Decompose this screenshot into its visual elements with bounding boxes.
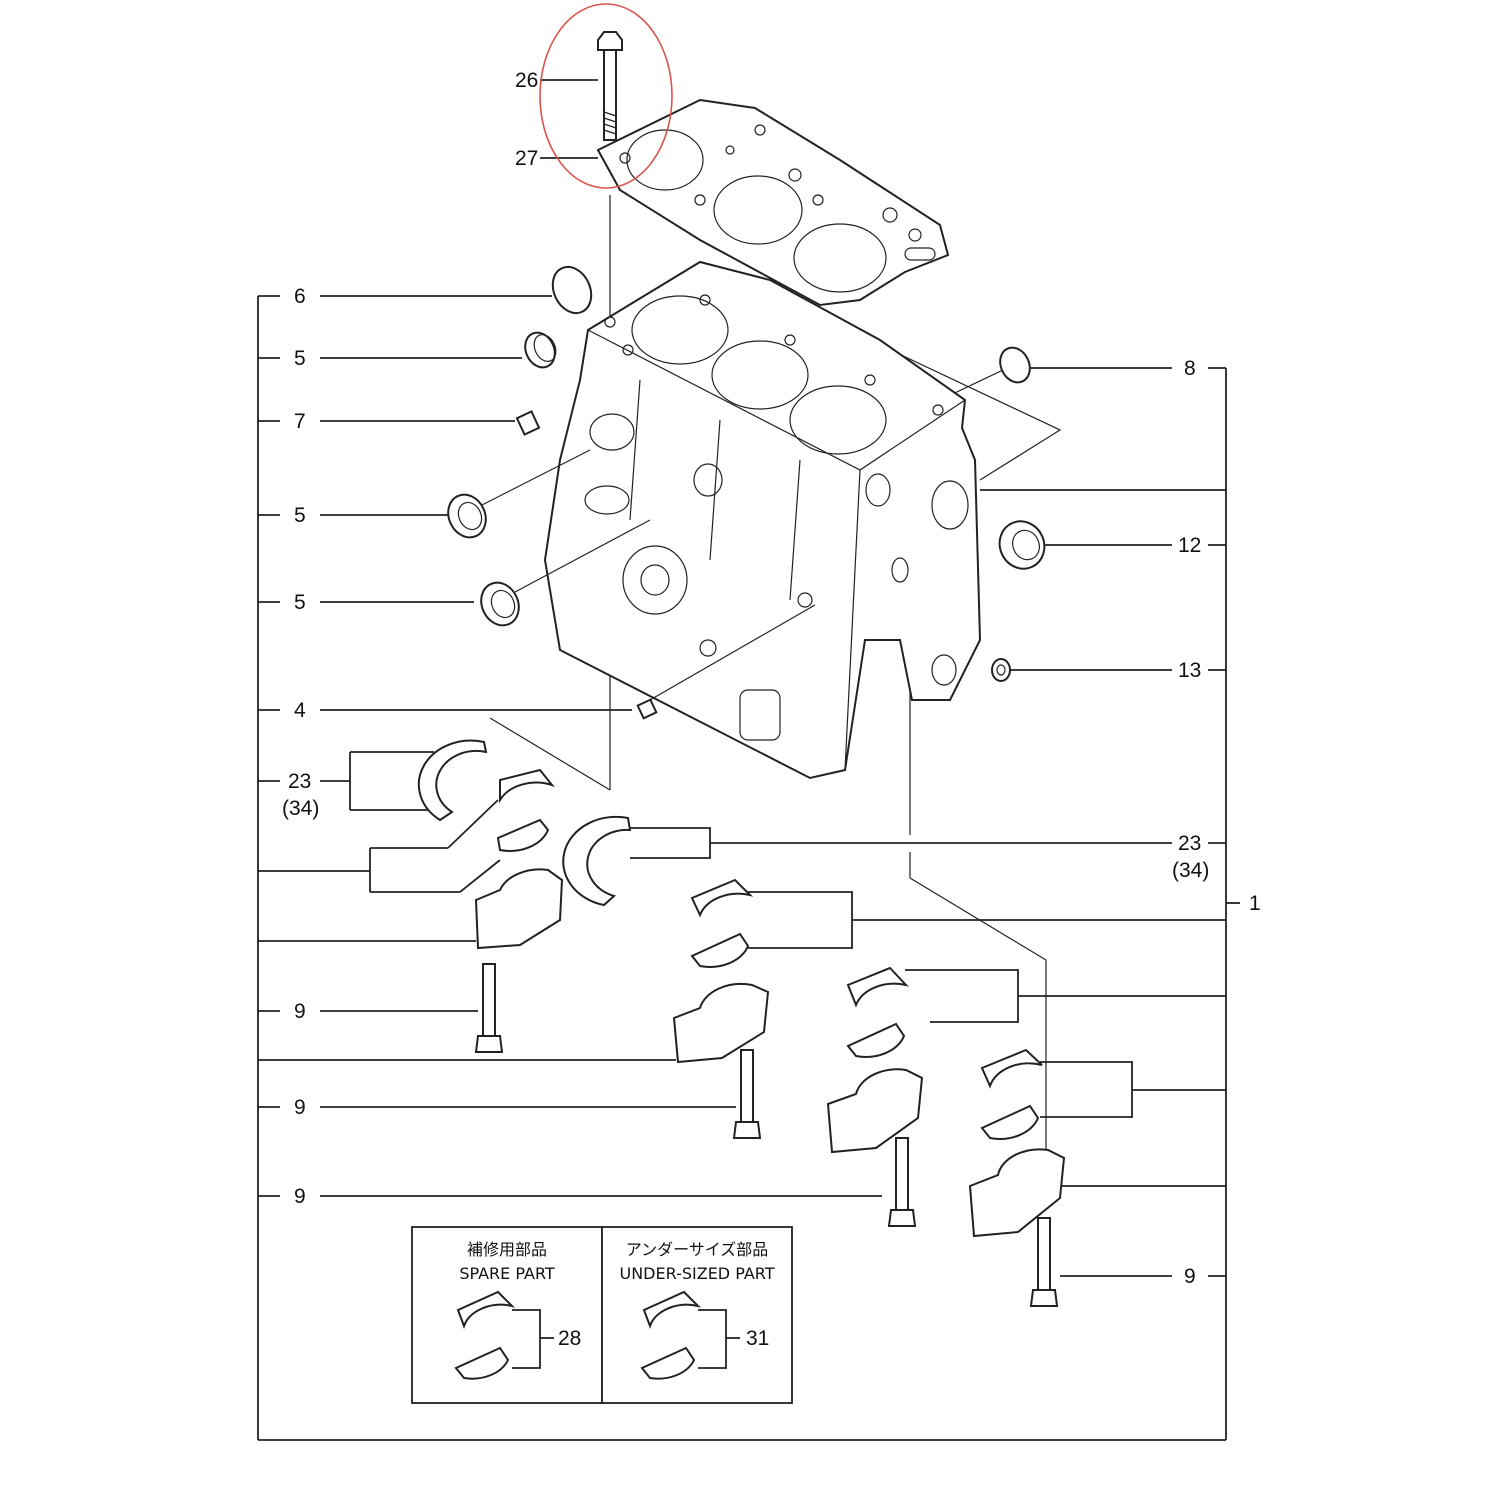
label-4: 4 [294,699,306,722]
label-5-b: 5 [294,504,306,527]
washer-13 [991,658,1011,682]
thrust-washer-left [417,739,488,822]
plug-4 [636,604,816,720]
under-sized-part-box: アンダーサイズ部品 UNDER-SIZED PART 31 [601,1226,793,1404]
plug-8 [999,346,1031,384]
label-9-c: 9 [294,1185,306,1208]
label-5-c: 5 [294,591,306,614]
bearing-set-3 [826,966,924,1154]
assembly-bracket [257,295,1240,1441]
label-12: 12 [1178,534,1201,557]
seal-5b [447,449,591,539]
under-sized-title-en: UNDER-SIZED PART [620,1264,775,1283]
spare-part-box: 補修用部品 SPARE PART 28 [411,1226,603,1404]
part-labels: 26 27 6 5 7 5 5 4 23 (34) 9 9 9 8 12 13 … [282,69,1261,1288]
seal-5c [480,519,651,627]
highlight-ellipse [539,3,673,189]
label-27: 27 [515,147,538,170]
label-23-right: 23 [1178,832,1201,855]
spare-part-title-en: SPARE PART [459,1264,555,1283]
thrust-washer-right [562,815,632,907]
bearing-set-1 [474,768,564,950]
label-5-a: 5 [294,347,306,370]
label-8: 8 [1184,357,1196,380]
label-7: 7 [294,410,306,433]
spare-part-title-jp: 補修用部品 [467,1240,547,1259]
head-gasket-27 [596,98,950,307]
cap-bolt-a [474,963,504,1053]
label-9-a: 9 [294,1000,306,1023]
label-13: 13 [1178,659,1201,682]
label-9-d: 9 [1184,1265,1196,1288]
cap-bolt-c [887,1137,917,1227]
cap-bolt-b [732,1049,762,1139]
label-6: 6 [294,285,306,308]
label-31: 31 [746,1327,769,1350]
label-9-b: 9 [294,1096,306,1119]
label-26: 26 [515,69,538,92]
head-bolt-26 [597,31,623,141]
cylinder-block [543,260,982,780]
cap-bolt-d [1029,1217,1059,1307]
bearing-set-4 [968,1048,1066,1238]
plug-7 [515,410,541,436]
plug-6 [551,265,593,315]
label-23-left: 23 [288,770,311,793]
under-sized-title-jp: アンダーサイズ部品 [626,1240,769,1259]
label-34-left: (34) [282,797,319,820]
left-leaders [258,295,882,1197]
label-1: 1 [1249,892,1261,915]
right-leaders [630,344,1226,1277]
label-28: 28 [558,1327,581,1350]
label-34-right: (34) [1172,859,1209,882]
cap-5a [524,331,557,369]
bearing-set-2 [672,878,770,1064]
bushing-12 [998,520,1046,570]
